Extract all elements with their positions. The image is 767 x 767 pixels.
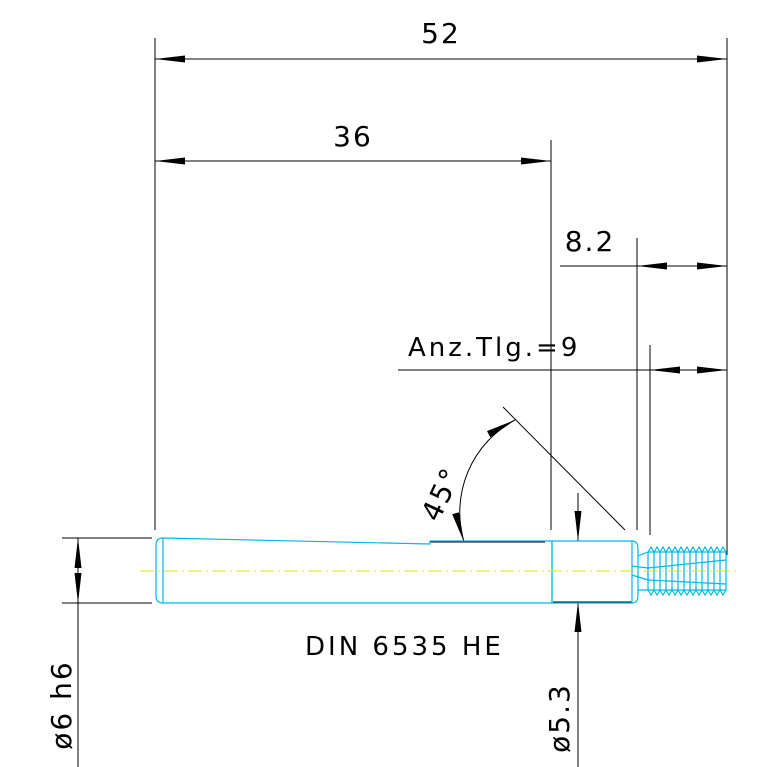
dimension-thread-length: 8.2 (560, 225, 727, 530)
dimension-chamfer-angle: 45° (415, 406, 626, 543)
neck-diameter-label: ø5.3 (543, 683, 576, 753)
dimension-pitch-count: Anz.Tlg.=9 (398, 333, 727, 535)
dimension-shank-length: 36 (155, 120, 552, 530)
dimension-neck-diameter: ø5.3 (543, 493, 632, 767)
dimension-overall-length: 52 (154, 17, 728, 555)
overall-length-label: 52 (421, 17, 461, 50)
pitch-count-label: Anz.Tlg.=9 (408, 333, 580, 363)
thread-length-label: 8.2 (565, 225, 616, 258)
designation-label: DIN 6535 HE (305, 632, 504, 662)
shank-diameter-label: ø6 h6 (45, 660, 78, 749)
dimension-shank-diameter: ø6 h6 (45, 537, 152, 767)
shank-length-label: 36 (333, 120, 373, 153)
